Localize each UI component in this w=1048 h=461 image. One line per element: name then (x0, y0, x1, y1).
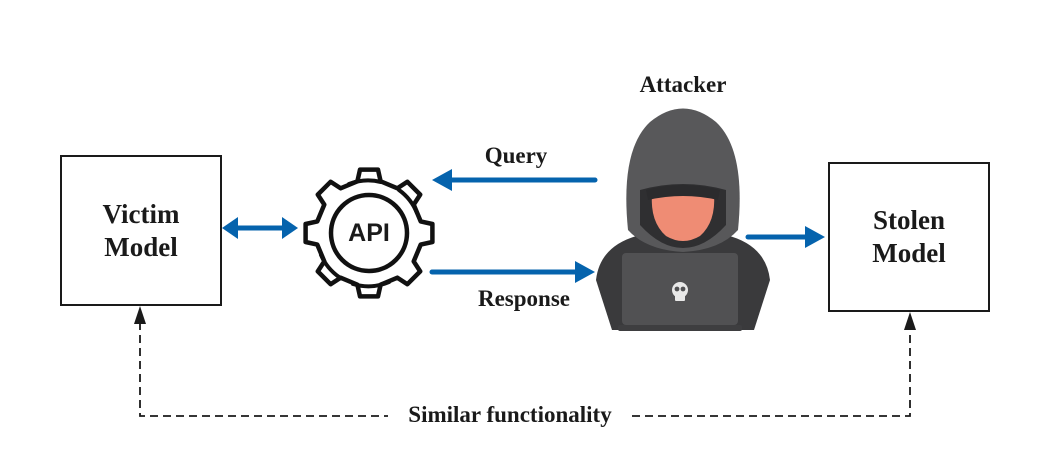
query-arrow (432, 169, 598, 191)
response-arrow (429, 261, 595, 283)
skull-icon (672, 282, 688, 301)
api-label: API (348, 219, 390, 247)
response-label: Response (477, 286, 571, 311)
stolen-model-box: Stolen Model (828, 162, 990, 312)
attacker-stolen-arrow (745, 226, 825, 248)
gear-icon (303, 167, 435, 299)
attacker-label: Attacker (639, 72, 727, 97)
similar-functionality-connector (134, 306, 916, 417)
hooded-hacker-icon (596, 108, 770, 331)
victim-model-box: Victim Model (60, 155, 222, 306)
victim-model-label: Victim Model (102, 198, 180, 262)
similar-functionality-label: Similar functionality (408, 402, 612, 427)
victim-api-double-arrow (222, 217, 298, 239)
query-label: Query (484, 143, 548, 168)
stolen-model-label: Stolen Model (872, 205, 946, 268)
